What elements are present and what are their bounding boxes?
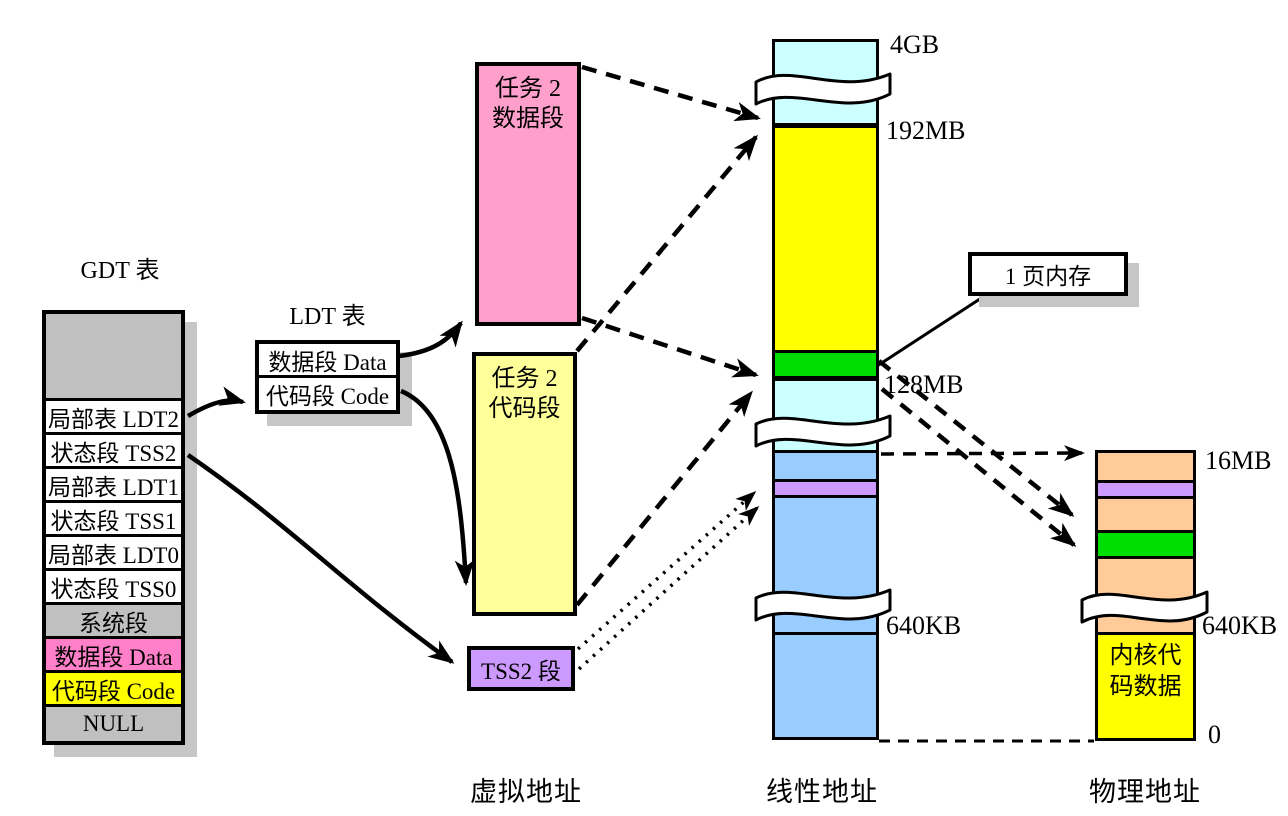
gdt-row-tss2: 状态段 TSS2 [46, 435, 181, 469]
one-page-memory-callout: 1 页内存 [968, 252, 1128, 296]
physical-scale-zero: 0 [1208, 720, 1221, 749]
task2-code-line1: 任务 2 [491, 366, 558, 392]
linear-scale-192mb: 192MB [886, 116, 966, 145]
gdt-row-data: 数据段 Data [46, 639, 181, 673]
task2-data-line2: 数据段 [492, 106, 564, 132]
task2-code-segment-box: 任务 2 代码段 [472, 352, 577, 616]
physical-seg-purple [1098, 483, 1193, 499]
linear-seg-purple [775, 482, 876, 498]
physical-scale-16mb: 16MB [1205, 446, 1272, 475]
linear-seg-yellow [775, 128, 876, 353]
linear-seg-cyan-mid [775, 381, 876, 453]
linear-scale-128mb: 128MB [884, 370, 964, 399]
virtual-address-axis-label: 虚拟地址 [470, 777, 582, 807]
kernel-code-data-text: 内核代 码数据 [1098, 635, 1193, 703]
physical-seg-peach-2 [1098, 499, 1193, 533]
linear-address-axis-label: 线性地址 [766, 777, 878, 807]
arrow-data-bottom-to-128mb [581, 315, 759, 378]
kernel-text-line1: 内核代 [1109, 643, 1182, 669]
gdt-row-tss1: 状态段 TSS1 [46, 503, 181, 537]
arrow-code-top-to-192mb [575, 134, 758, 353]
gdt-row-empty [46, 314, 181, 401]
task2-data-line1: 任务 2 [495, 76, 561, 102]
ldt-title: LDT 表 [289, 304, 366, 330]
linear-seg-blue-1 [775, 453, 876, 482]
ldt-row-code: 代码段 Code [259, 378, 396, 410]
arrow-code-bottom-to-128mb [575, 390, 753, 607]
kernel-text-line2: 码数据 [1109, 674, 1182, 700]
task2-code-line2: 代码段 [488, 396, 561, 422]
linear-seg-blue-bottom [775, 635, 876, 737]
gdt-row-tss0: 状态段 TSS0 [46, 571, 181, 605]
linear-scale-640kb: 640KB [886, 611, 962, 640]
task2-data-segment-box: 任务 2 数据段 [475, 62, 581, 326]
arrow-gdt-tss2-to-tss2-segment [186, 453, 455, 664]
arrow-ldt-code-to-task2-code [400, 388, 475, 586]
gdt-row-ldt1: 局部表 LDT1 [46, 469, 181, 503]
gdt-row-ldt2: 局部表 LDT2 [46, 401, 181, 435]
arrow-ldt-data-to-task2-data [398, 320, 463, 359]
physical-address-axis-label: 物理地址 [1089, 777, 1201, 807]
arrow-data-top-to-192mb [581, 64, 761, 122]
physical-seg-peach-1 [1098, 453, 1193, 483]
gdt-row-code: 代码段 Code [46, 673, 181, 707]
ldt-table: 数据段 Data 代码段 Code [255, 340, 400, 414]
linear-seg-green-page [775, 353, 876, 381]
gdt-row-system: 系统段 [46, 605, 181, 639]
linear-address-column [772, 39, 879, 740]
arrow-tss2-to-purple-bottom [577, 505, 760, 671]
arrow-tss2-to-purple-top [576, 491, 757, 651]
ldt-row-data: 数据段 Data [259, 344, 396, 378]
physical-scale-640kb: 640KB [1202, 611, 1278, 640]
linear-seg-blue-2 [775, 498, 876, 635]
physical-address-column: 内核代 码数据 [1095, 450, 1196, 741]
arrow-blue-top-to-16mb [880, 445, 1085, 462]
linear-seg-cyan-top [775, 42, 876, 128]
tss2-segment-box: TSS2 段 [467, 646, 575, 691]
physical-seg-kernel: 内核代 码数据 [1098, 635, 1193, 738]
gdt-table: 局部表 LDT2 状态段 TSS2 局部表 LDT1 状态段 TSS1 局部表 … [42, 310, 185, 745]
arrow-gdt-ldt2-to-ldt-table [186, 386, 246, 418]
physical-seg-peach-3 [1098, 559, 1193, 635]
callout-pointer-line [876, 293, 987, 368]
arrow-128mb-to-physical-green [880, 387, 1077, 547]
gdt-row-null: NULL [46, 707, 181, 741]
physical-seg-green [1098, 533, 1193, 559]
gdt-title: GDT 表 [80, 258, 160, 284]
linear-scale-4gb: 4GB [890, 30, 940, 59]
gdt-row-ldt0: 局部表 LDT0 [46, 537, 181, 571]
